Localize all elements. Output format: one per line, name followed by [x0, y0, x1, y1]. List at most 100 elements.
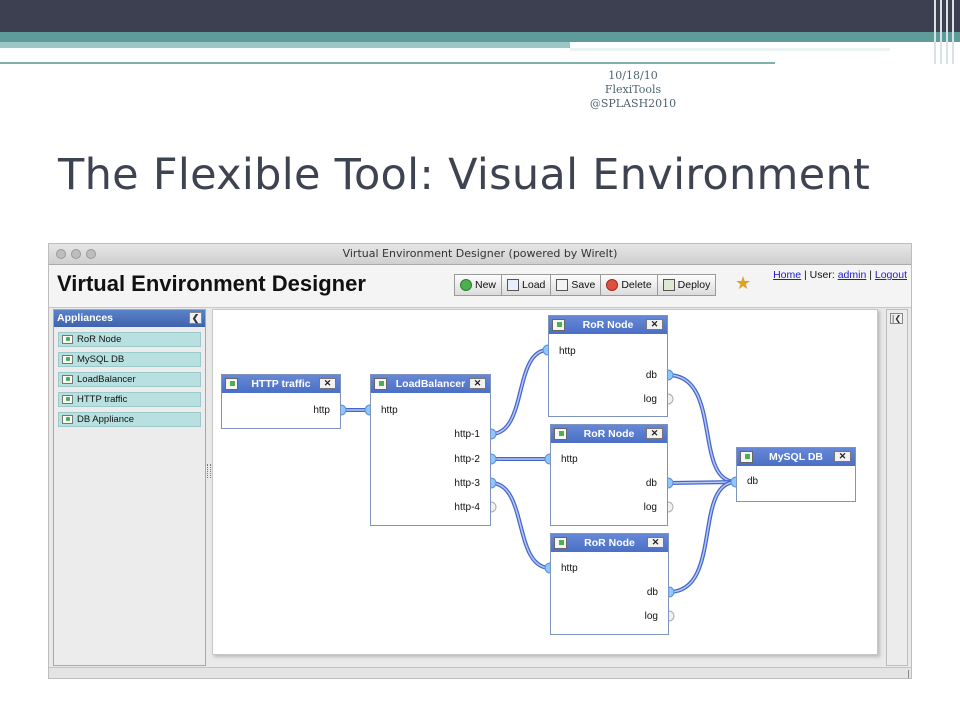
port-label-log: log	[643, 394, 657, 405]
port-label-db: db	[646, 587, 658, 598]
port-label-http-4: http-4	[454, 502, 480, 513]
design-canvas[interactable]: HTTP traffic ✕ http LoadBalancer ✕ http …	[212, 309, 878, 655]
status-bar	[49, 667, 911, 678]
port-label-http: http	[561, 454, 578, 465]
appliance-icon	[62, 395, 73, 404]
port-label-log: log	[644, 611, 658, 622]
appliance-item-label: RoR Node	[77, 334, 122, 345]
node-ror-1[interactable]: RoR Node ✕ http db log	[548, 315, 668, 417]
delete-button[interactable]: Delete	[601, 275, 658, 295]
save-button[interactable]: Save	[551, 275, 602, 295]
port-label-log: log	[643, 502, 657, 513]
node-header[interactable]: MySQL DB ✕	[737, 448, 855, 466]
slide-corner-stripes	[930, 0, 960, 64]
close-icon[interactable]: ✕	[646, 428, 663, 439]
save-button-label: Save	[571, 279, 596, 291]
port-label-http-3: http-3	[454, 478, 480, 489]
user-links: Home | User: admin | Logout	[773, 269, 907, 281]
deploy-button-label: Deploy	[677, 279, 711, 291]
properties-panel-collapsed: |❮	[886, 309, 908, 666]
close-icon[interactable]: ✕	[319, 378, 336, 389]
wire-ror3-db-to-mysql	[667, 480, 738, 594]
expand-panel-icon[interactable]: |❮	[890, 313, 903, 324]
port-label-http: http	[561, 563, 578, 574]
appliance-icon	[552, 319, 565, 331]
appliances-panel-header: Appliances ❮	[54, 310, 205, 327]
port-label-db: db	[645, 370, 657, 381]
close-icon[interactable]: ✕	[647, 537, 664, 548]
minimize-window-button[interactable]	[71, 249, 81, 259]
appliance-icon	[374, 378, 387, 390]
close-icon[interactable]: ✕	[646, 319, 663, 330]
appliances-panel: Appliances ❮ RoR Node MySQL DB LoadBalan…	[53, 309, 206, 666]
appliance-item-loadbalancer[interactable]: LoadBalancer	[58, 372, 201, 387]
new-button[interactable]: New	[455, 275, 503, 295]
load-icon	[507, 279, 520, 291]
window-titlebar: Virtual Environment Designer (powered by…	[49, 244, 911, 265]
port-label-db: db	[645, 478, 657, 489]
appliance-icon	[554, 428, 567, 440]
home-link[interactable]: Home	[773, 269, 802, 281]
node-header[interactable]: RoR Node ✕	[551, 534, 668, 552]
appliance-icon	[554, 537, 567, 549]
wire-ror1-db-to-mysql	[666, 373, 738, 484]
star-icon: ★	[735, 273, 752, 294]
logout-link[interactable]: Logout	[874, 269, 907, 281]
port-label-db: db	[747, 476, 759, 487]
appliance-icon	[62, 355, 73, 364]
node-title: RoR Node	[583, 428, 635, 440]
slide-teal-band	[0, 32, 960, 42]
close-icon[interactable]: ✕	[834, 451, 851, 462]
node-title: RoR Node	[582, 319, 634, 331]
node-ror-3[interactable]: RoR Node ✕ http db log	[550, 533, 669, 635]
node-loadbalancer[interactable]: LoadBalancer ✕ http http-1 http-2 http-3…	[370, 374, 491, 526]
appliance-item-db-appliance[interactable]: DB Appliance	[58, 412, 201, 427]
port-label-http: http	[381, 405, 398, 416]
node-ror-2[interactable]: RoR Node ✕ http db log	[550, 424, 668, 526]
app-title: Virtual Environment Designer	[57, 271, 366, 296]
appliance-item-label: DB Appliance	[77, 414, 135, 425]
node-title: HTTP traffic	[251, 378, 311, 390]
deploy-button[interactable]: Deploy	[658, 275, 716, 295]
port-label-http: http	[313, 405, 330, 416]
save-icon	[556, 279, 569, 291]
node-header[interactable]: LoadBalancer ✕	[371, 375, 490, 393]
appliance-item-ror-node[interactable]: RoR Node	[58, 332, 201, 347]
node-header[interactable]: HTTP traffic ✕	[222, 375, 340, 393]
user-link[interactable]: admin	[837, 269, 867, 281]
user-label: | User:	[804, 269, 835, 281]
slide-highlight-line	[570, 48, 890, 51]
appliance-item-label: MySQL DB	[77, 354, 125, 365]
appliance-item-label: LoadBalancer	[77, 374, 136, 385]
appliance-icon	[62, 415, 73, 424]
window-title: Virtual Environment Designer (powered by…	[342, 247, 618, 260]
zoom-window-button[interactable]	[86, 249, 96, 259]
node-header[interactable]: RoR Node ✕	[549, 316, 667, 334]
resize-grip-icon[interactable]	[900, 670, 909, 678]
appliance-item-http-traffic[interactable]: HTTP traffic	[58, 392, 201, 407]
link-separator: |	[869, 269, 872, 281]
header-note-date: 10/18/10 FlexiTools	[604, 69, 662, 96]
app-window: Virtual Environment Designer (powered by…	[48, 243, 912, 679]
delete-icon	[606, 279, 619, 291]
appliance-item-mysql-db[interactable]: MySQL DB	[58, 352, 201, 367]
header-note-event: @SPLASH2010	[589, 97, 677, 110]
deploy-icon	[662, 279, 675, 291]
appliance-icon	[62, 375, 73, 384]
slide-top-band	[0, 0, 960, 32]
close-icon[interactable]: ✕	[469, 378, 486, 389]
node-http-traffic[interactable]: HTTP traffic ✕ http	[221, 374, 341, 429]
plus-icon	[460, 279, 472, 291]
panel-splitter-handle[interactable]	[207, 464, 211, 478]
load-button[interactable]: Load	[502, 275, 552, 295]
delete-button-label: Delete	[621, 279, 652, 291]
node-mysql-db[interactable]: MySQL DB ✕ db	[736, 447, 856, 502]
port-label-http: http	[559, 346, 576, 357]
appliance-item-label: HTTP traffic	[77, 394, 128, 405]
node-title: MySQL DB	[768, 451, 824, 463]
slide-title: The Flexible Tool: Visual Environment	[58, 150, 871, 200]
collapse-left-icon[interactable]: ❮	[189, 312, 202, 324]
close-window-button[interactable]	[56, 249, 66, 259]
node-header[interactable]: RoR Node ✕	[551, 425, 667, 443]
action-button-group: New Load Save Delete Deploy	[454, 274, 717, 296]
